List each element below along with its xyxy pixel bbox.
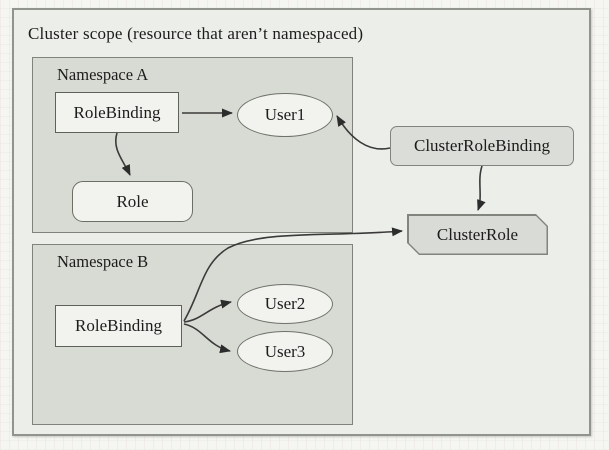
node-clusterrolebinding: ClusterRoleBinding [390, 126, 574, 166]
node-rolebinding-b-label: RoleBinding [75, 316, 162, 335]
node-role-label: Role [116, 191, 149, 211]
node-user3: User3 [237, 331, 333, 372]
node-user3-label: User3 [264, 341, 306, 361]
node-clusterrole-inner: ClusterRole [409, 216, 547, 254]
node-rolebinding-a-label: RoleBinding [73, 102, 161, 122]
node-clusterrolebinding-label: ClusterRoleBinding [414, 136, 550, 155]
node-user2-label: User2 [264, 294, 306, 313]
node-clusterrole: ClusterRole [407, 214, 548, 255]
namespace-a-label: Namespace A [57, 65, 149, 84]
node-rolebinding-a: RoleBinding [55, 92, 179, 133]
node-role: Role [72, 181, 193, 222]
cluster-scope-title: Cluster scope (resource that aren’t name… [28, 24, 364, 43]
node-clusterrole-label: ClusterRole [436, 224, 519, 244]
node-user1-label: User1 [264, 105, 306, 124]
node-user1: User1 [237, 93, 333, 137]
node-user2: User2 [237, 284, 333, 324]
node-rolebinding-b: RoleBinding [55, 305, 182, 347]
namespace-b-label: Namespace B [57, 252, 149, 271]
